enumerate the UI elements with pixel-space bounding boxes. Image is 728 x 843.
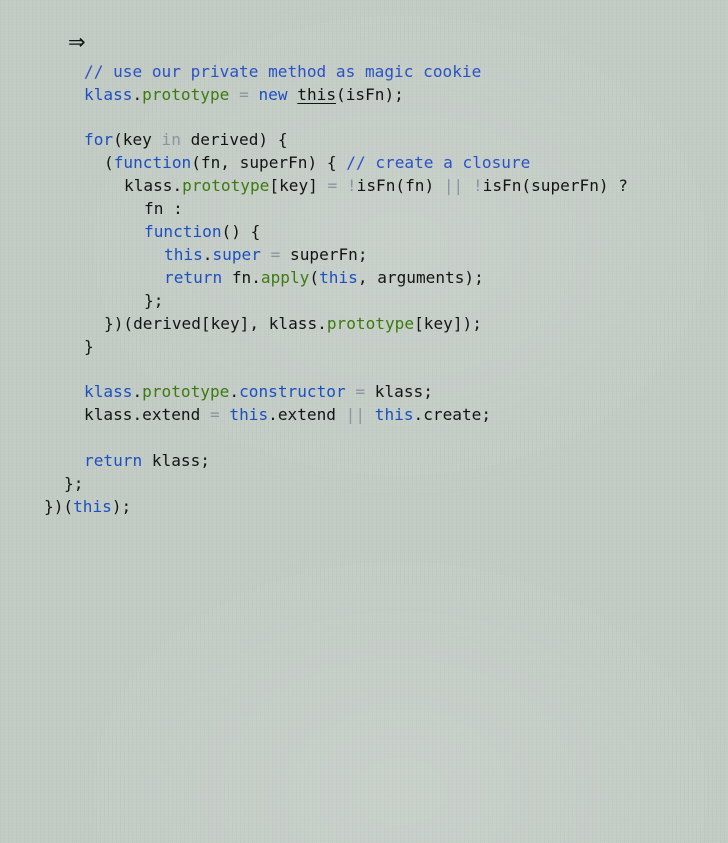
code-line-4: for(key in derived) { [84, 130, 288, 149]
code-line-7: fn : [144, 199, 183, 218]
code-line-5: (function(fn, superFn) { // create a clo… [104, 153, 531, 172]
code-line-13: } [84, 337, 94, 356]
code-line-2: klass.prototype = new this(isFn); [84, 85, 404, 104]
code-line-6: klass.prototype[key] = !isFn(fn) || !isF… [124, 176, 628, 195]
code-line-15: klass.prototype.constructor = klass; [84, 382, 433, 401]
code-line-18: return klass; [84, 451, 210, 470]
code-line-1: // use our private method as magic cooki… [84, 61, 481, 84]
code-line-10: return fn.apply(this, arguments); [164, 268, 484, 287]
code-line-12: })(derived[key], klass.prototype[key]); [104, 314, 482, 333]
code-line-8: function() { [144, 222, 261, 241]
code-line-11: }; [144, 291, 164, 310]
code-line-19: }; [64, 474, 84, 493]
code-block: // use our private method as magic cooki… [0, 0, 628, 843]
code-line-20: })(this); [44, 497, 132, 516]
code-line-9: this.super = superFn; [164, 245, 368, 264]
code-line-16: klass.extend = this.extend || this.creat… [84, 405, 492, 424]
arrow-marker: ⇒ [68, 30, 86, 54]
comment-closure: // create a closure [346, 153, 531, 172]
code-slide: ⇒ // use our private method as magic coo… [44, 30, 628, 516]
comment-magic-cookie: // use our private method as magic cooki… [84, 62, 482, 81]
